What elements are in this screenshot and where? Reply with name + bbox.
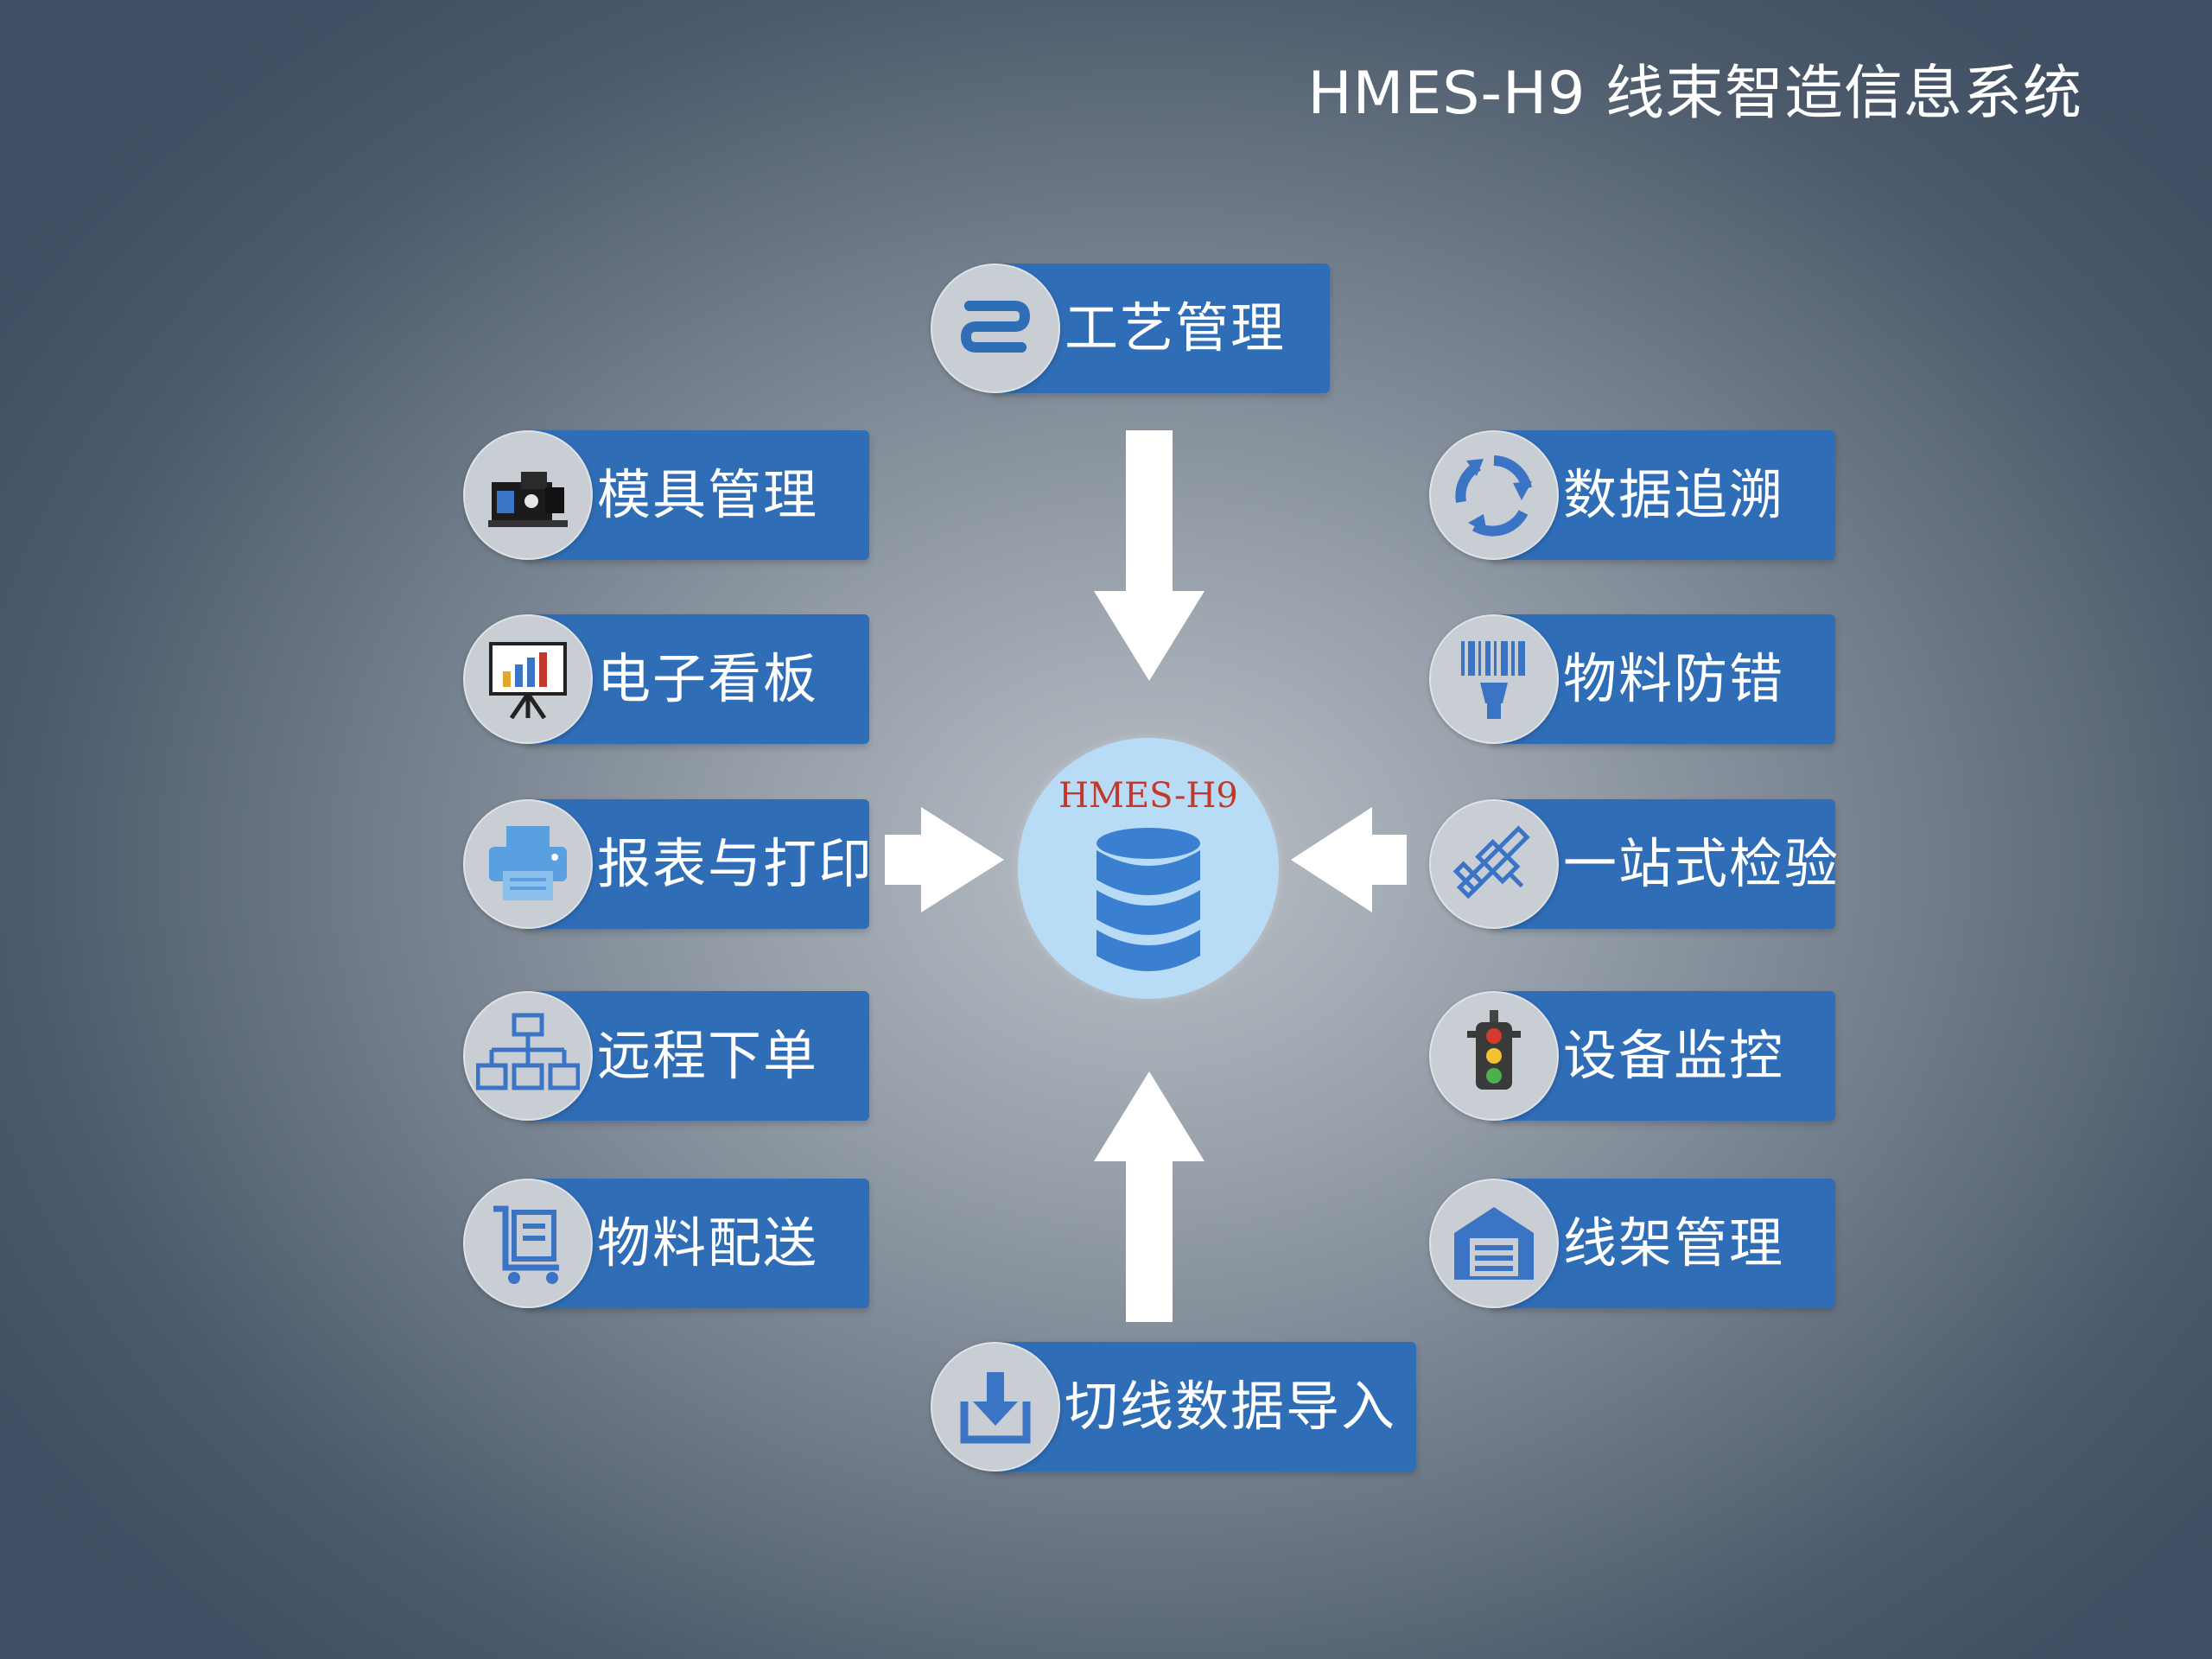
arrow-right xyxy=(885,807,1004,912)
org-tree-icon xyxy=(463,991,593,1121)
barcode-scanner-icon xyxy=(1429,614,1559,744)
page-title: HMES-H9 线束智造信息系统 xyxy=(1307,60,2082,128)
process-list-icon xyxy=(931,264,1060,393)
module-label: 报表与打印 xyxy=(597,832,874,895)
cycle-arrows-icon xyxy=(1429,430,1559,560)
module-equipment-monitor[interactable]: 设备监控 xyxy=(1429,991,1835,1121)
module-label: 物料配送 xyxy=(597,1211,819,1274)
module-error-proofing[interactable]: 物料防错 xyxy=(1429,614,1835,744)
printer-icon xyxy=(463,799,593,929)
module-cut-import[interactable]: 切线数据导入 xyxy=(931,1342,1416,1471)
module-label: 设备监控 xyxy=(1563,1024,1785,1087)
database-icon xyxy=(1096,828,1200,971)
module-mold[interactable]: 模具管理 xyxy=(463,430,869,560)
module-label: 物料防错 xyxy=(1563,647,1785,710)
module-bar xyxy=(991,1342,1416,1471)
module-remote-order[interactable]: 远程下单 xyxy=(463,991,869,1121)
cart-icon xyxy=(463,1179,593,1308)
arrow-up xyxy=(1094,1071,1205,1322)
download-tray-icon xyxy=(931,1342,1060,1471)
module-label: 线架管理 xyxy=(1563,1211,1785,1274)
module-rack-management[interactable]: 线架管理 xyxy=(1429,1179,1835,1308)
module-kanban[interactable]: 电子看板 xyxy=(463,614,869,744)
module-inspection[interactable]: 一站式检验 xyxy=(1429,799,1838,929)
module-label: 电子看板 xyxy=(597,647,819,710)
module-label: 一站式检验 xyxy=(1563,832,1840,895)
kanban-chart-icon xyxy=(463,614,593,744)
module-process[interactable]: 工艺管理 xyxy=(931,264,1330,393)
arrow-down xyxy=(1094,430,1205,681)
hub-label: HMES-H9 xyxy=(1058,776,1238,816)
caliper-icon xyxy=(1429,799,1559,929)
module-report[interactable]: 报表与打印 xyxy=(463,799,872,929)
module-label: 模具管理 xyxy=(597,463,819,526)
module-material-delivery[interactable]: 物料配送 xyxy=(463,1179,869,1308)
module-label: 远程下单 xyxy=(597,1024,819,1087)
traffic-light-icon xyxy=(1429,991,1559,1121)
mold-machine-icon xyxy=(463,430,593,560)
module-label: 数据追溯 xyxy=(1563,463,1785,526)
hub-node: HMES-H9 xyxy=(1018,738,1279,999)
module-traceability[interactable]: 数据追溯 xyxy=(1429,430,1835,560)
warehouse-icon xyxy=(1429,1179,1559,1308)
arrow-left xyxy=(1291,807,1407,912)
module-label: 切线数据导入 xyxy=(1065,1375,1397,1438)
module-label: 工艺管理 xyxy=(1065,296,1287,359)
